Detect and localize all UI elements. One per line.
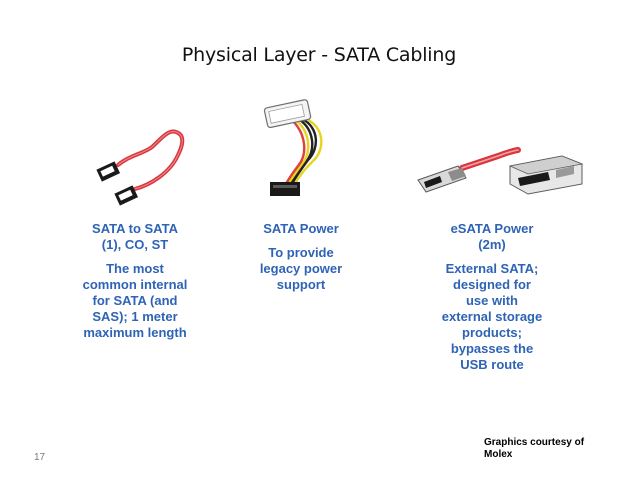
column-description: The most common internal for SATA (and S… (82, 261, 188, 340)
column-heading: eSATA Power (2m) (450, 221, 534, 252)
slide-title: Physical Layer - SATA Cabling (181, 44, 457, 66)
column-esata-power: eSATA Power (2m) External SATA; designed… (440, 221, 544, 373)
sata-data-cable-image (96, 129, 185, 206)
column-description: External SATA; designed for use with ext… (441, 261, 543, 372)
column-description: To provide legacy power support (259, 245, 343, 292)
sata-power-adapter-image (263, 99, 323, 196)
column-sata-to-sata: SATA to SATA (1), CO, ST The most common… (82, 221, 188, 341)
page-number: 17 (34, 452, 46, 463)
column-heading: SATA to SATA (1), CO, ST (92, 221, 178, 252)
column-heading: SATA Power (263, 221, 339, 236)
column-sata-power: SATA Power To provide legacy power suppo… (248, 221, 354, 293)
esata-cable-image (417, 147, 584, 195)
graphics-credit: Graphics courtesy of Molex (484, 437, 585, 460)
